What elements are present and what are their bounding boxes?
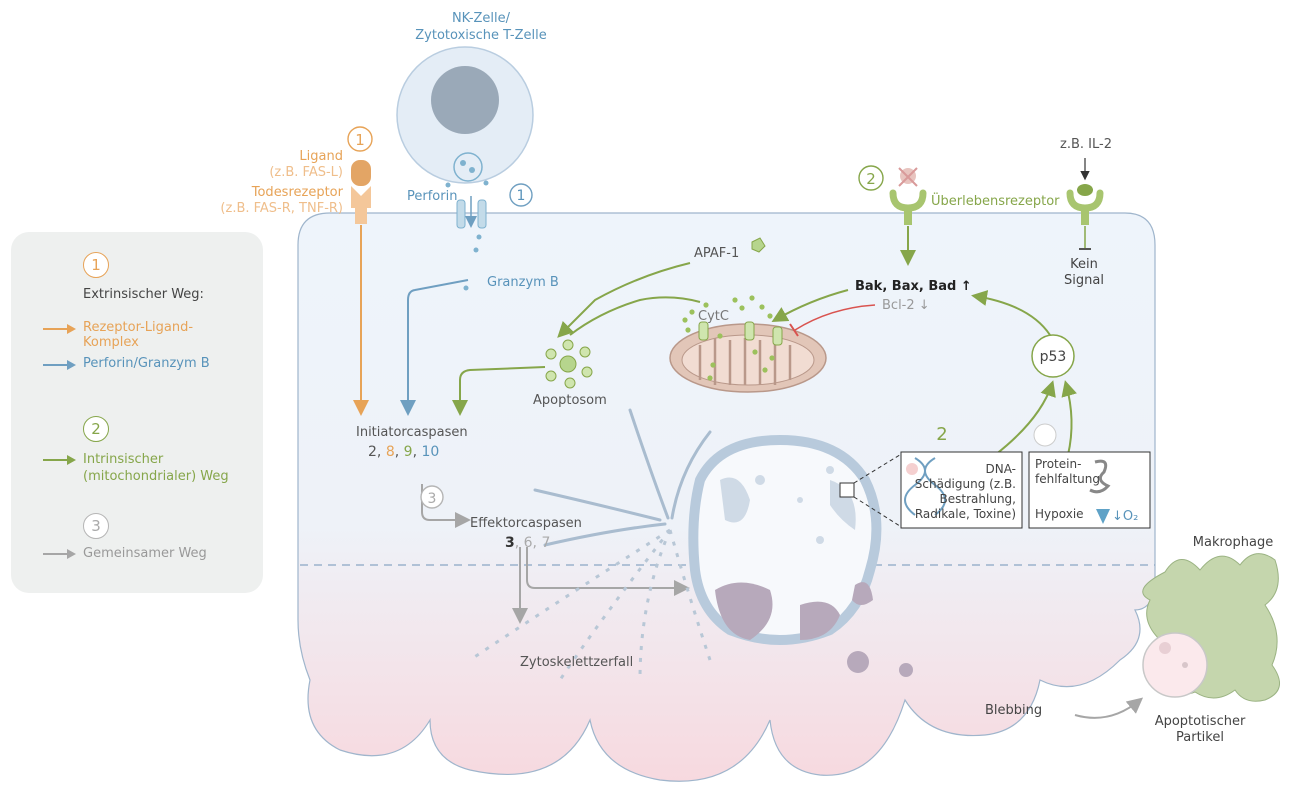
- apaf-label: APAF-1: [694, 246, 739, 261]
- nuclear-fragment: [899, 663, 913, 677]
- nk-label-1: NK-Zelle/: [452, 11, 511, 26]
- fasr-label: (z.B. FAS-R, TNF-R): [220, 201, 343, 216]
- blebbing-label: Blebbing: [985, 703, 1042, 718]
- legend-number-3: 3: [83, 513, 109, 539]
- nuclear-fragment: [847, 651, 869, 673]
- todes-label: Todesrezeptor: [251, 185, 344, 200]
- effektor-label: Effektorcaspasen: [470, 516, 582, 531]
- legend-green-arrowhead: [67, 455, 76, 465]
- perforin-label: Perforin: [407, 189, 457, 204]
- common-number: 3: [428, 491, 437, 507]
- legend-perforin: Perforin/Granzym B: [83, 356, 210, 371]
- apoptosome: [545, 339, 593, 389]
- signal-label: Signal: [1064, 273, 1104, 288]
- legend-panel: [11, 232, 263, 593]
- kein-label: Kein: [1070, 257, 1098, 272]
- nk-cell: [396, 46, 534, 188]
- nk-label-2: Zytotoxische T-Zelle: [415, 28, 546, 43]
- legend-number-1: 1: [83, 252, 109, 278]
- nucleus: [688, 434, 882, 645]
- legend-rezeptor: Rezeptor-Ligand-: [83, 320, 194, 335]
- ueberleben-label: Überlebensrezeptor: [931, 192, 1060, 209]
- initiator-numbers: 2, 8, 9, 10: [368, 444, 439, 460]
- apaf-arrow: [557, 262, 691, 338]
- dna-zoom-box: [839, 482, 855, 498]
- dna-damage-box: [900, 451, 1023, 529]
- ligand-receptor: [351, 160, 371, 416]
- legend-blue-arrow: [43, 364, 69, 366]
- survival-number: 2: [866, 170, 876, 188]
- legend-orange-arrow: [43, 328, 69, 330]
- fasl-label: (z.B. FAS-L): [269, 165, 343, 180]
- legend-common: Gemeinsamer Weg: [83, 546, 207, 561]
- dna-text-2: Schädigung (z.B.: [915, 477, 1016, 491]
- survival-receptor-right: [1066, 158, 1104, 250]
- bak-label: Bak, Bax, Bad ↑: [855, 279, 972, 294]
- cytc-label: CytC: [698, 309, 729, 324]
- p53-label: p53: [1040, 349, 1067, 365]
- apopt-label-1: Apoptotischer: [1155, 714, 1246, 729]
- p53-circle: [1031, 334, 1075, 378]
- perforin-number: 1: [517, 188, 526, 204]
- legend-blue-arrowhead: [67, 360, 76, 370]
- apopt-label-2: Partikel: [1176, 730, 1224, 745]
- legend-intrinsic-1: Intrinsischer: [83, 452, 164, 467]
- survival-receptor-left: [889, 167, 927, 266]
- legend-green-arrow: [43, 459, 69, 461]
- perforin-pore: [456, 196, 487, 253]
- makrophage-label: Makrophage: [1193, 535, 1273, 550]
- dna-number: 2: [936, 424, 947, 445]
- bcl-label: Bcl-2 ↓: [882, 298, 930, 313]
- dna-text-1: DNA-: [986, 462, 1017, 476]
- initiator-label: Initiatorcaspasen: [356, 425, 468, 440]
- protein-hypoxia-box: [1028, 451, 1151, 529]
- protein-text-1: Protein-: [1035, 457, 1081, 471]
- hypoxie-label: Hypoxie: [1035, 507, 1084, 521]
- ligand-label: Ligand: [299, 149, 343, 164]
- il2-label: z.B. IL-2: [1060, 137, 1112, 152]
- apoptosom-label: Apoptosom: [533, 393, 607, 408]
- legend-grey-arrow: [43, 553, 69, 555]
- effektor-numbers: 3, 6, 7: [505, 535, 550, 551]
- legend-orange-arrowhead: [67, 324, 76, 334]
- legend-komplex: Komplex: [83, 335, 139, 350]
- legend-number-2: 2: [83, 416, 109, 442]
- ligand-number: 1: [355, 131, 365, 149]
- legend-extrinsic: Extrinsischer Weg:: [83, 287, 204, 302]
- legend-intrinsic-2: (mitochondrialer) Weg: [83, 469, 229, 484]
- macrophage: [1142, 553, 1280, 702]
- o2-label: ↓O₂: [1112, 509, 1138, 524]
- granzym-arrow: [400, 279, 469, 416]
- zytoskelett-label: Zytoskelettzerfall: [520, 655, 633, 670]
- dna-text-3: Bestrahlung,: [940, 492, 1016, 506]
- dna-text-4: Radikale, Toxine): [915, 507, 1016, 521]
- mitochondrion: [669, 295, 827, 393]
- granzym-label: Granzym B: [487, 275, 559, 290]
- legend-grey-arrowhead: [67, 549, 76, 559]
- protein-text-2: fehlfaltung: [1035, 472, 1100, 486]
